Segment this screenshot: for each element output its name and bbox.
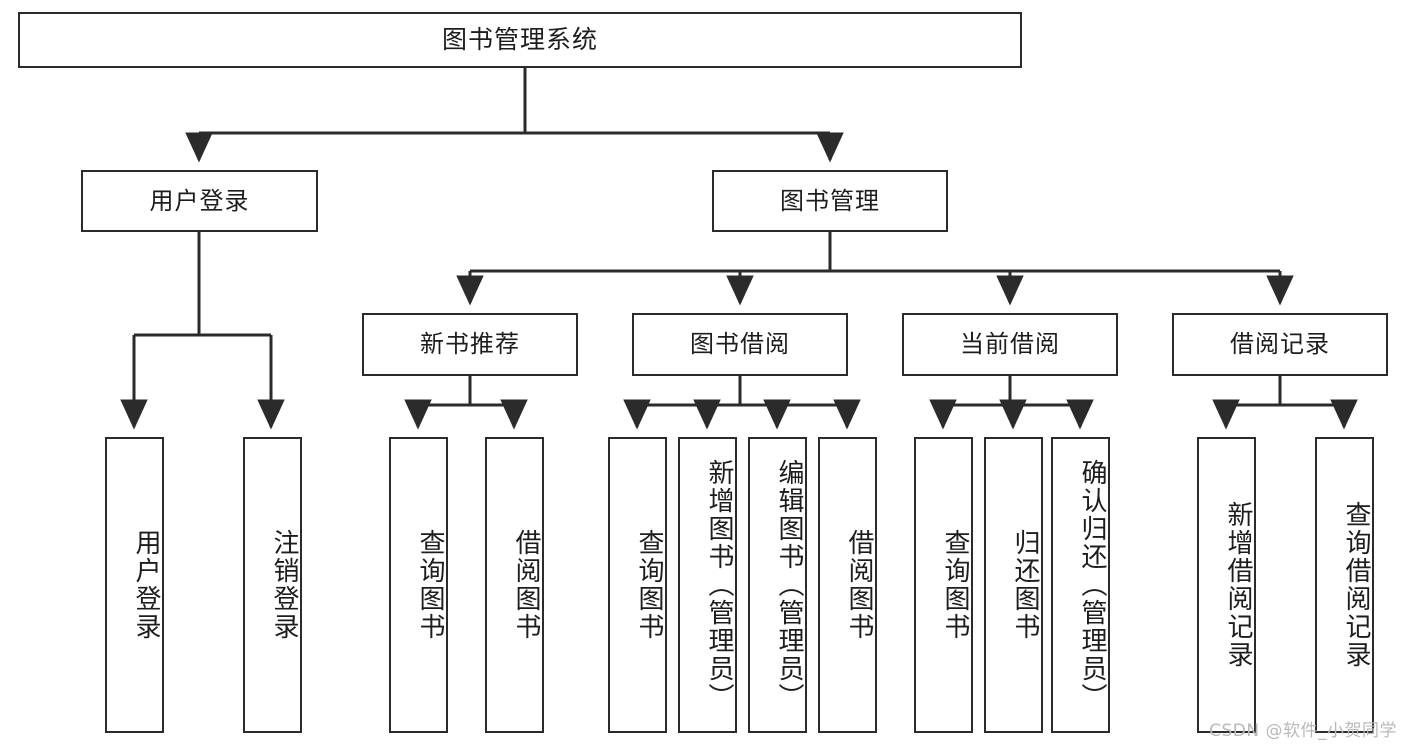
node-leaf-return-book[interactable]: 归还图书 [984,437,1043,733]
node-label: 注销登录 [269,529,299,641]
node-leaf-add-book-admin[interactable]: 新增图书（管理员） [678,437,737,733]
node-label: 借阅图书 [844,529,874,641]
node-current-borrow[interactable]: 当前借阅 [902,313,1118,376]
node-book-borrow[interactable]: 图书借阅 [632,313,848,376]
node-label: 图书管理 [780,186,880,215]
node-label: 当前借阅 [960,330,1060,359]
node-label: 用户登录 [131,529,161,641]
node-label: 查询图书 [940,529,970,641]
node-leaf-query-book-recommend[interactable]: 查询图书 [389,437,448,733]
node-label: 用户登录 [149,186,250,215]
node-label: 借阅记录 [1230,330,1330,359]
node-root-book-management-system[interactable]: 图书管理系统 [18,12,1022,68]
node-leaf-query-book-current[interactable]: 查询图书 [914,437,973,733]
node-new-book-recommend[interactable]: 新书推荐 [362,313,578,376]
node-borrow-record[interactable]: 借阅记录 [1172,313,1388,376]
node-label: 借阅图书 [511,529,541,641]
node-label: 编辑图书（管理员） [774,459,804,711]
node-label: 图书借阅 [690,330,790,359]
node-leaf-add-borrow-record[interactable]: 新增借阅记录 [1197,437,1256,733]
node-leaf-user-login[interactable]: 用户登录 [105,437,164,733]
node-leaf-logout-login[interactable]: 注销登录 [243,437,302,733]
node-leaf-edit-book-admin[interactable]: 编辑图书（管理员） [748,437,807,733]
node-leaf-confirm-return-admin[interactable]: 确认归还（管理员） [1051,437,1110,733]
watermark: CSDN @软件_小贺同学 [1209,721,1397,741]
node-user-login[interactable]: 用户登录 [81,170,318,232]
node-book-management[interactable]: 图书管理 [712,170,948,232]
node-label: 新增图书（管理员） [704,459,734,711]
node-leaf-borrow-book-recommend[interactable]: 借阅图书 [485,437,544,733]
node-label: 图书管理系统 [441,25,598,54]
node-label: 查询图书 [415,529,445,641]
node-label: 确认归还（管理员） [1077,459,1107,711]
node-label: 新增借阅记录 [1223,501,1253,669]
node-leaf-query-borrow-record[interactable]: 查询借阅记录 [1315,437,1374,733]
node-label: 查询图书 [634,529,664,641]
node-label: 查询借阅记录 [1341,501,1371,669]
node-label: 归还图书 [1010,529,1040,641]
node-label: 新书推荐 [420,330,520,359]
node-leaf-query-book-borrow[interactable]: 查询图书 [608,437,667,733]
node-leaf-borrow-book[interactable]: 借阅图书 [818,437,877,733]
